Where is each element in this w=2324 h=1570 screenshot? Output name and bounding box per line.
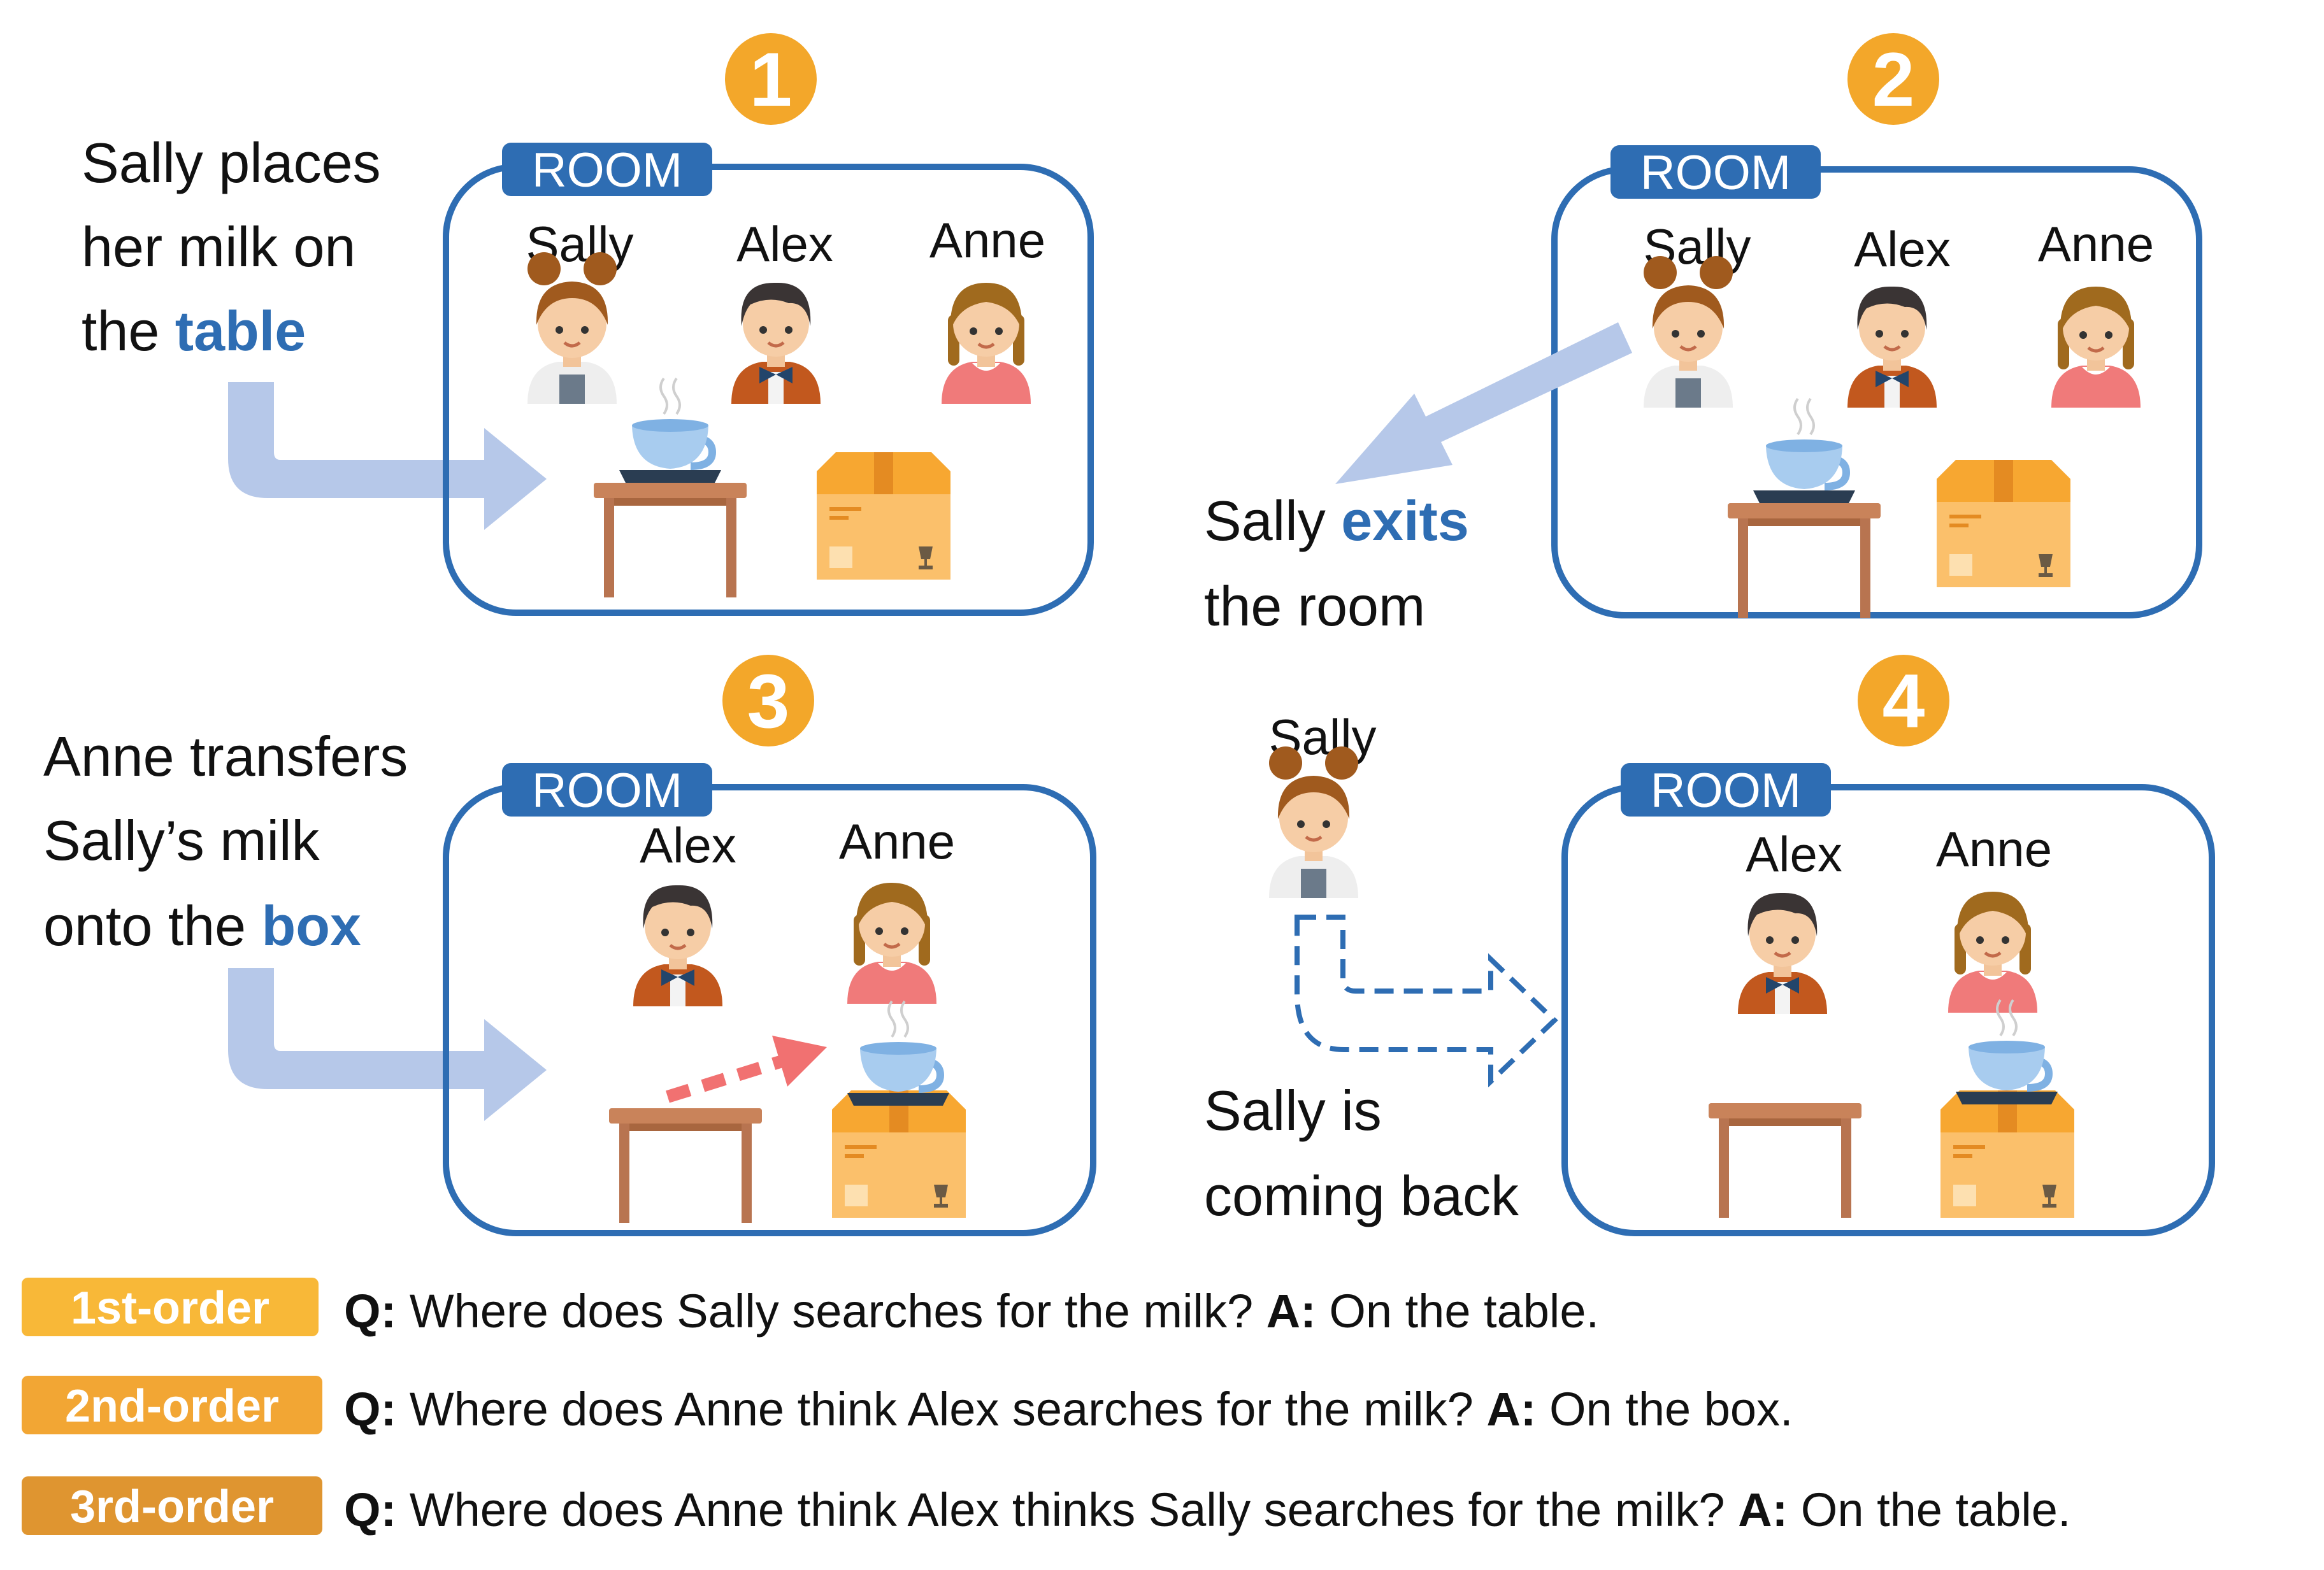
step-number: 4 [1883, 659, 1925, 744]
caption: Sally exits the room [1204, 489, 1484, 638]
alex-avatar [1738, 893, 1827, 1014]
anne-avatar [942, 283, 1031, 404]
room-frame [443, 784, 1096, 1236]
table [609, 1108, 762, 1223]
question-row-1: 1st-order Q: Where does Sally searches f… [22, 1278, 1599, 1338]
caption: Sally places her milk on the table [82, 131, 396, 362]
step-number: 1 [750, 37, 793, 122]
anne-avatar [847, 883, 936, 1004]
person-name-anne: Anne [2038, 216, 2154, 272]
order-badge [22, 1476, 322, 1535]
panel-4: 4 Sally Sally is coming back ROOM Alex A… [1204, 655, 2215, 1236]
room-tag [1610, 145, 1821, 199]
room-frame [1561, 784, 2215, 1236]
room-label: ROOM [1640, 146, 1791, 200]
step-circle [722, 655, 814, 746]
alex-avatar [731, 283, 821, 404]
exit-arrow [1335, 322, 1632, 484]
box [832, 1090, 966, 1218]
caption: Sally is coming back [1204, 1079, 1519, 1227]
table [1709, 1103, 1861, 1218]
question-text: Q: Where does Sally searches for the mil… [344, 1285, 1599, 1338]
sally-avatar [1644, 256, 1733, 408]
person-name-alex: Alex [736, 216, 833, 272]
panel-1: 1 Sally places her milk on the table ROO… [82, 33, 1094, 616]
step-circle [1847, 33, 1939, 125]
person-name-alex: Alex [1746, 826, 1842, 882]
step-number: 3 [747, 659, 790, 744]
room-tag [502, 763, 712, 817]
room-frame [443, 164, 1094, 616]
sally-avatar [1269, 746, 1358, 898]
order-badge-label: 3rd-order [70, 1481, 274, 1532]
question-text: Q: Where does Anne think Alex thinks Sal… [344, 1483, 2071, 1536]
room-tag [502, 143, 712, 196]
order-badge-label: 2nd-order [65, 1381, 279, 1432]
panel-3: 3 Anne transfers Sally’s milk onto the b… [43, 655, 1096, 1236]
room-label: ROOM [532, 764, 682, 818]
order-badge [22, 1278, 319, 1336]
caption: Anne transfers Sally’s milk onto the box [43, 725, 424, 957]
table [594, 483, 747, 597]
milk-cup [1956, 1000, 2058, 1104]
person-name-anne: Anne [929, 212, 1045, 268]
order-badge-label: 1st-order [71, 1283, 269, 1334]
box [1940, 1090, 2074, 1218]
question-text: Q: Where does Anne think Alex searches f… [344, 1383, 1793, 1436]
anne-avatar [1948, 892, 2037, 1013]
person-name-alex: Alex [1854, 221, 1951, 277]
order-badge [22, 1376, 322, 1434]
return-arrow [1295, 915, 1558, 1088]
anne-avatar [2051, 287, 2141, 408]
room-label: ROOM [532, 143, 682, 197]
milk-cup [847, 1001, 949, 1106]
alex-avatar [1847, 287, 1937, 408]
milk-cup [1753, 399, 1855, 503]
step-number: 2 [1872, 37, 1915, 122]
box [1937, 460, 2070, 587]
move-arrow [666, 1036, 827, 1103]
room-frame [1551, 166, 2202, 618]
step-circle [725, 33, 817, 125]
person-name-anne: Anne [1936, 821, 2052, 877]
placement-arrow [228, 382, 547, 530]
transfer-arrow [228, 968, 547, 1121]
question-row-3: 3rd-order Q: Where does Anne think Alex … [22, 1476, 2071, 1536]
alex-avatar [633, 885, 722, 1006]
panel-2: 2 ROOM Sally Alex Anne Sally exits the r… [1204, 33, 2202, 638]
step-circle [1858, 655, 1949, 746]
person-name-alex: Alex [640, 817, 736, 873]
room-tag [1621, 763, 1831, 817]
table [1728, 503, 1881, 618]
sally-avatar [527, 252, 617, 404]
person-name-anne: Anne [839, 813, 955, 869]
question-row-2: 2nd-order Q: Where does Anne think Alex … [22, 1376, 1793, 1436]
milk-cup [619, 378, 721, 483]
room-label: ROOM [1651, 764, 1801, 818]
box [817, 452, 950, 580]
